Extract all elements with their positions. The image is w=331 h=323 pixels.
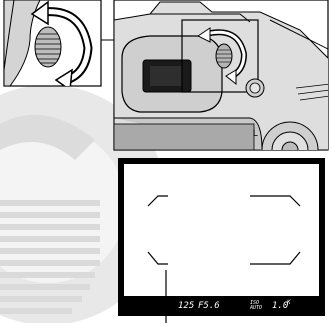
eyepiece bbox=[122, 36, 222, 112]
iso-auto-indicator: ISO AUTO bbox=[250, 301, 262, 311]
diopter-knob-small bbox=[216, 44, 232, 68]
shots-remaining-readout: 1.0 bbox=[272, 302, 288, 311]
knob-closeup-inset bbox=[4, 0, 101, 90]
diopter-knob-icon bbox=[35, 27, 61, 67]
aperture-readout: F5.6 bbox=[198, 302, 220, 311]
shutter-speed-readout: 125 bbox=[178, 302, 194, 311]
viewfinder-display bbox=[118, 158, 325, 316]
shots-remaining-unit: K bbox=[287, 300, 291, 306]
svg-text:L: L bbox=[253, 128, 258, 138]
